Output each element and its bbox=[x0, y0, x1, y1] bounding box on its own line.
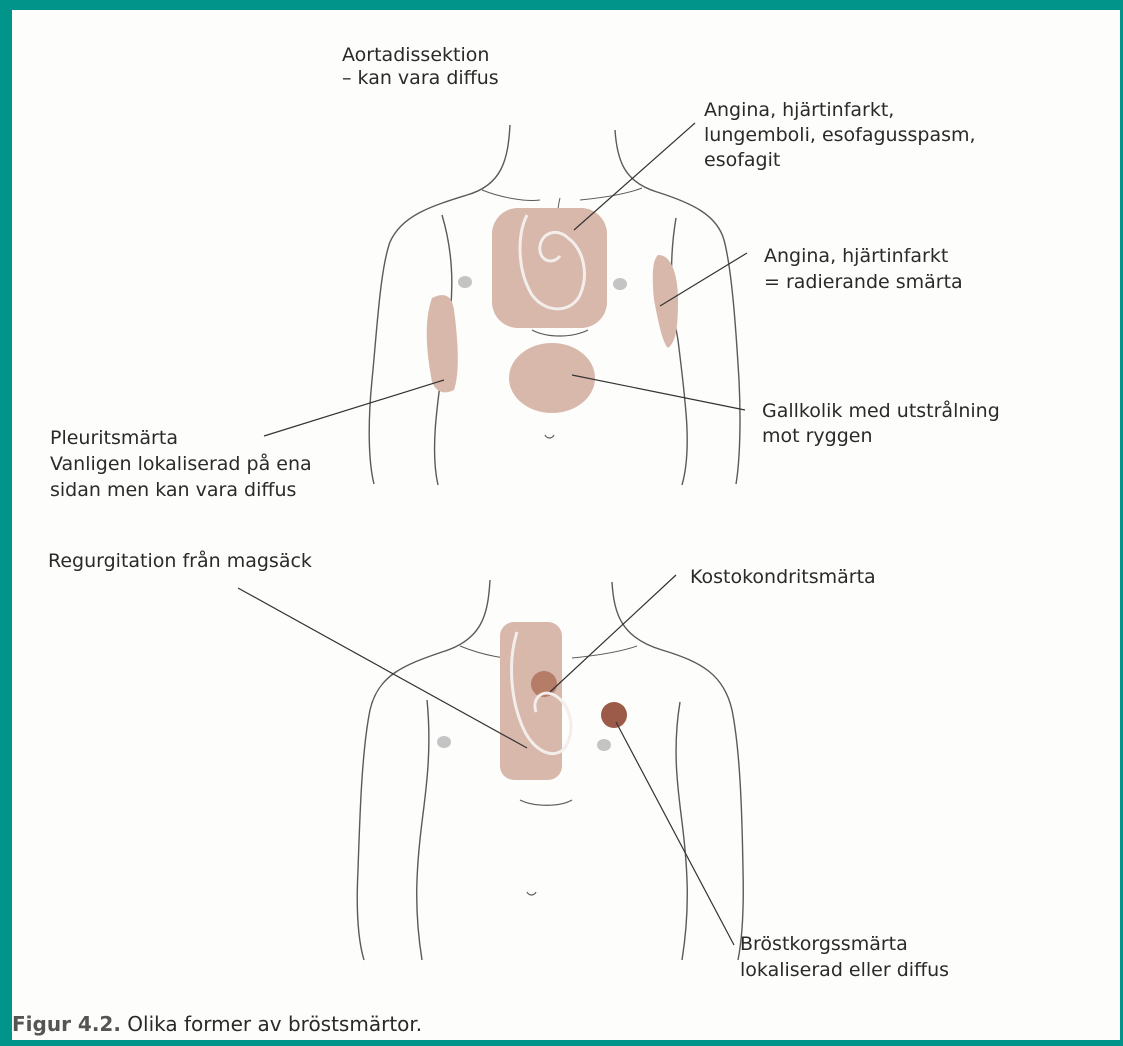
caption-text: Olika former av bröstsmärtor. bbox=[121, 1012, 422, 1036]
label-line: Angina, hjärtinfarkt bbox=[764, 243, 963, 269]
label-angina-radiating: Angina, hjärtinfarkt = radierande smärta bbox=[764, 243, 963, 295]
label-regurgitation: Regurgitation från magsäck bbox=[48, 550, 312, 573]
figure-page: Aortadissektion – kan vara diffus Angina… bbox=[12, 10, 1120, 1040]
label-biliary-colic: Gallkolik med utstrålning mot ryggen bbox=[762, 399, 1000, 449]
label-line: Pleuritsmärta bbox=[50, 425, 312, 451]
label-line: lungemboli, esofagusspasm, bbox=[704, 123, 976, 148]
bottom-leader-lines bbox=[238, 575, 734, 945]
label-line: Regurgitation från magsäck bbox=[48, 550, 312, 573]
label-line: Angina, hjärtinfarkt, bbox=[704, 98, 976, 123]
label-line: Aortadissektion bbox=[342, 44, 499, 67]
caption-prefix: Figur 4.2. bbox=[12, 1012, 121, 1036]
figure-caption: Figur 4.2. Olika former av bröstsmärtor. bbox=[12, 1012, 422, 1036]
nipple-left-bottom bbox=[437, 736, 451, 748]
label-line: Kostokondritsmärta bbox=[690, 566, 876, 589]
label-line: Bröstkorgssmärta bbox=[740, 931, 949, 957]
pain-area-sternum bbox=[500, 622, 562, 780]
bottom-pain-areas bbox=[437, 622, 627, 780]
label-line: Gallkolik med utstrålning bbox=[762, 399, 1000, 424]
label-line: – kan vara diffus bbox=[342, 67, 499, 90]
label-line: lokaliserad eller diffus bbox=[740, 957, 949, 983]
pain-area-left-side bbox=[427, 295, 458, 392]
label-chest-wall-pain: Bröstkorgssmärta lokaliserad eller diffu… bbox=[740, 931, 949, 983]
label-line: = radierande smärta bbox=[764, 269, 963, 295]
pain-area-center bbox=[492, 208, 607, 328]
label-line: sidan men kan vara diffus bbox=[50, 477, 312, 503]
label-line: esofagit bbox=[704, 148, 976, 173]
nipple-left bbox=[458, 276, 472, 288]
label-pleuritic-pain: Pleuritsmärta Vanligen lokaliserad på en… bbox=[50, 425, 312, 503]
label-line: mot ryggen bbox=[762, 424, 1000, 449]
label-angina-center: Angina, hjärtinfarkt, lungemboli, esofag… bbox=[704, 98, 976, 173]
nipple-right-bottom bbox=[597, 739, 611, 751]
top-pain-areas bbox=[427, 208, 678, 413]
pain-area-epigastric bbox=[509, 343, 595, 413]
label-aortic-dissection: Aortadissektion – kan vara diffus bbox=[342, 44, 499, 90]
label-costochondritis: Kostokondritsmärta bbox=[690, 566, 876, 589]
nipple-right bbox=[613, 278, 627, 290]
pain-spot-chestwall bbox=[601, 702, 627, 728]
label-line: Vanligen lokaliserad på ena bbox=[50, 451, 312, 477]
pain-area-right-arm bbox=[653, 255, 678, 348]
